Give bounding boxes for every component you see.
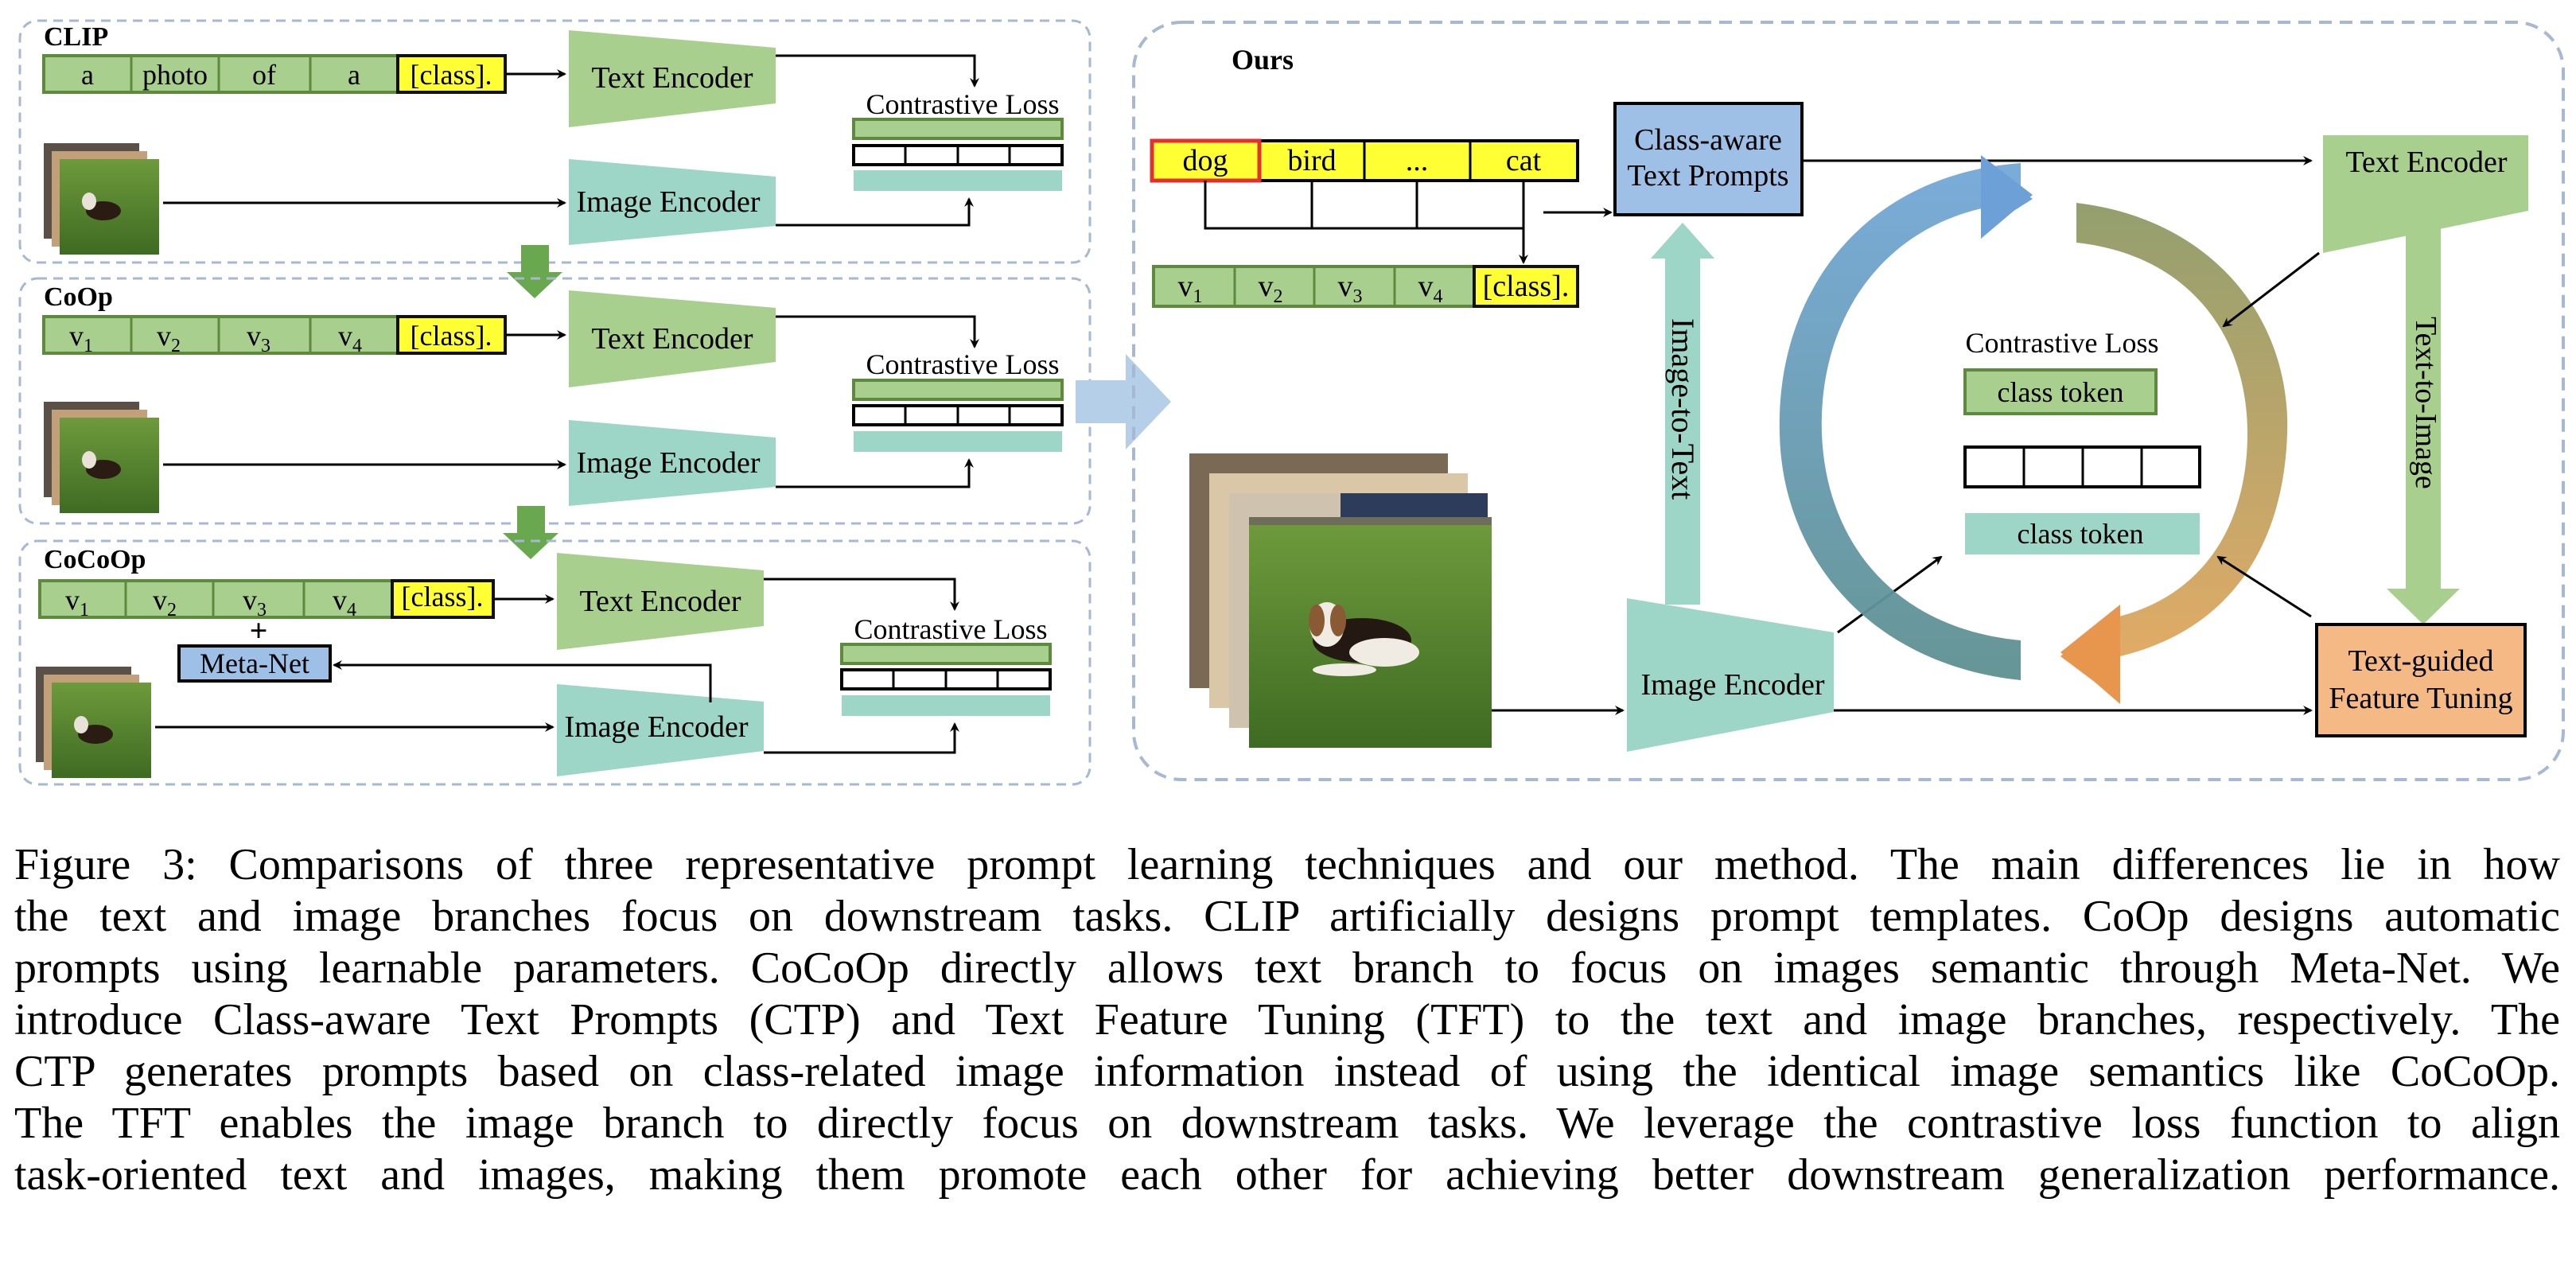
svg-text:v1: v1 (1178, 270, 1203, 307)
clip-token-bar: a photo of a [class]. (42, 54, 507, 94)
clip-loss-label: Contrastive Loss (866, 88, 1060, 120)
image-to-text-label: Image-to-Text (1665, 318, 1701, 500)
clip-text-encoder-label: Text Encoder (591, 61, 753, 95)
cocoop-title: CoCoOp (44, 545, 146, 574)
ours-panel: Ours dog bird ... cat v1 v2 v3 (1132, 21, 2565, 781)
svg-text:v4: v4 (333, 584, 356, 620)
cocoop-panel: CoCoOp v1 v2 v3 v4 [class]. + Meta-Net T… (18, 539, 1091, 786)
caption-line: task-oriented text and images, making th… (14, 1150, 2560, 1200)
class-word: dog (1183, 144, 1228, 177)
right-arrow-icon (1076, 354, 1171, 449)
svg-text:v3: v3 (243, 584, 267, 620)
ours-loss-grid (1963, 445, 2201, 488)
figure-caption: Figure 3: Comparisons of three represent… (14, 839, 2560, 1201)
coop-text-encoder-label: Text Encoder (591, 322, 753, 356)
cycle-arrows (1779, 155, 2288, 704)
cocoop-loss-label: Contrastive Loss (854, 613, 1048, 645)
ours-text-encoder-label: Text Encoder (2345, 146, 2507, 179)
cocoop-text-encoder: Text Encoder (557, 553, 764, 650)
image-to-text-arrow: Image-to-Text (1651, 223, 1714, 605)
coop-loss-grid (852, 404, 1064, 426)
ours-loss-label: Contrastive Loss (1966, 327, 2159, 359)
coop-image-stack (44, 402, 159, 513)
cocoop-image-encoder: Image Encoder (557, 684, 764, 776)
coop-image-encoder: Image Encoder (569, 420, 776, 506)
ours-class-token: [class]. (1483, 270, 1570, 303)
cocoop-image-encoder-label: Image Encoder (564, 710, 748, 744)
cocoop-class-token: [class]. (402, 581, 484, 613)
coop-image-encoder-label: Image Encoder (576, 446, 760, 480)
meta-net-box: Meta-Net (177, 644, 332, 683)
ours-token-bar: v1 v2 v3 v4 [class]. (1152, 265, 1579, 308)
svg-text:v3: v3 (1338, 270, 1363, 307)
plus-icon: + (250, 613, 268, 648)
text-to-image-arrow: Text-to-Image (2387, 227, 2460, 624)
class-token-top: class token (1963, 368, 2158, 415)
class-words-bar: dog bird ... cat (1150, 138, 1579, 183)
down-arrow-icon (507, 245, 562, 298)
text-guided-feature-tuning-box: Text-guided Feature Tuning (2315, 623, 2527, 737)
clip-image-stack (44, 143, 159, 255)
cocoop-image-stack (36, 667, 151, 778)
cocoop-loss-grid (840, 668, 1052, 691)
ctp-label-line2: Text Prompts (1627, 159, 1788, 193)
tft-label-line1: Text-guided (2348, 644, 2493, 678)
coop-class-token: [class]. (411, 320, 492, 352)
clip-token: photo (142, 59, 208, 91)
ours-title: Ours (1232, 44, 1294, 76)
caption-line: introduce Class-aware Text Prompts (CTP)… (14, 995, 2560, 1045)
coop-title: CoOp (44, 282, 113, 312)
clip-token: of (252, 59, 276, 91)
clip-title: CLIP (44, 22, 108, 52)
class-token-top-label: class token (1998, 376, 2124, 408)
clip-token: a (348, 59, 360, 91)
ours-image-stack (1189, 453, 1492, 748)
caption-line: prompts using learnable parameters. CoCo… (14, 943, 2560, 993)
text-to-image-label: Text-to-Image (2409, 317, 2442, 489)
ours-image-encoder: Image Encoder (1627, 598, 1834, 752)
class-token-bottom: class token (1965, 513, 2200, 554)
clip-text-encoder: Text Encoder (569, 30, 776, 127)
svg-text:v4: v4 (338, 320, 362, 356)
coop-token-bar: v1 v2 v3 v4 [class]. (42, 315, 507, 356)
cocoop-text-encoder-label: Text Encoder (579, 585, 741, 618)
ours-image-encoder-label: Image Encoder (1640, 668, 1824, 702)
class-word: cat (1506, 144, 1542, 177)
clip-image-encoder: Image Encoder (569, 159, 776, 245)
svg-text:v3: v3 (247, 320, 270, 356)
clip-panel: CLIP a photo of a [class]. Text Encoder … (18, 19, 1091, 264)
coop-text-encoder: Text Encoder (569, 290, 776, 387)
class-word: ... (1406, 144, 1429, 177)
clip-loss-grid (852, 144, 1064, 166)
meta-net-label: Meta-Net (200, 648, 309, 679)
ctp-label-line1: Class-aware (1634, 123, 1782, 157)
class-aware-text-prompts-box: Class-aware Text Prompts (1613, 102, 1804, 216)
svg-text:v2: v2 (1259, 270, 1283, 307)
svg-text:v2: v2 (157, 320, 181, 356)
clip-token: a (81, 59, 94, 91)
clip-class-token: [class]. (411, 59, 492, 91)
figure-diagram: CLIP a photo of a [class]. Text Encoder … (18, 19, 2565, 786)
coop-loss-label: Contrastive Loss (866, 348, 1060, 380)
caption-line: the text and image branches focus on dow… (14, 892, 2560, 941)
class-token-bottom-label: class token (2018, 518, 2144, 550)
coop-panel: CoOp v1 v2 v3 v4 [class]. Text Encoder C… (18, 277, 1091, 525)
caption-line: Figure 3: Comparisons of three represent… (14, 840, 2560, 889)
class-word: bird (1287, 144, 1336, 177)
caption-line: The TFT enables the image branch to dire… (14, 1099, 2560, 1148)
tft-label-line2: Feature Tuning (2329, 682, 2512, 715)
svg-text:v1: v1 (65, 584, 89, 620)
svg-text:v1: v1 (69, 320, 93, 356)
svg-text:v2: v2 (153, 584, 177, 620)
cocoop-token-bar: v1 v2 v3 v4 [class]. (38, 579, 495, 620)
ours-text-encoder: Text Encoder (2323, 135, 2528, 253)
down-arrow-icon (503, 506, 558, 559)
caption-line: CTP generates prompts based on class-rel… (14, 1047, 2560, 1096)
clip-image-encoder-label: Image Encoder (576, 185, 760, 219)
svg-text:v4: v4 (1418, 270, 1443, 307)
